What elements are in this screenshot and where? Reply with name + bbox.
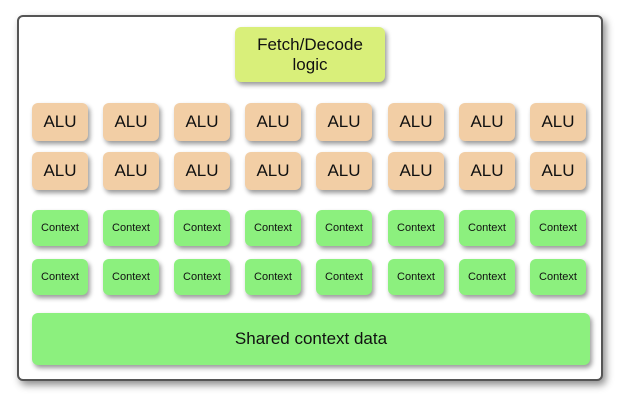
- context-block: Context: [174, 259, 230, 295]
- context-block: Context: [459, 259, 515, 295]
- fetch-decode-block: Fetch/Decode logic: [235, 27, 385, 82]
- alu-block: ALU: [245, 152, 301, 190]
- alu-block: ALU: [103, 152, 159, 190]
- fetch-decode-label-logic: logic: [292, 54, 328, 74]
- alu-block: ALU: [459, 103, 515, 141]
- alu-block: ALU: [245, 103, 301, 141]
- context-block: Context: [245, 259, 301, 295]
- context-block: Context: [32, 210, 88, 246]
- alu-block: ALU: [388, 103, 444, 141]
- alu-block: ALU: [32, 103, 88, 141]
- context-block: Context: [174, 210, 230, 246]
- alu-block: ALU: [174, 152, 230, 190]
- context-block: Context: [245, 210, 301, 246]
- context-block: Context: [530, 210, 586, 246]
- context-block: Context: [103, 210, 159, 246]
- context-block: Context: [316, 210, 372, 246]
- alu-block: ALU: [388, 152, 444, 190]
- alu-block: ALU: [32, 152, 88, 190]
- context-block: Context: [316, 259, 372, 295]
- alu-block: ALU: [103, 103, 159, 141]
- alu-block: ALU: [316, 152, 372, 190]
- fetch-decode-label: Fetch/Decode: [257, 34, 363, 54]
- alu-block: ALU: [530, 152, 586, 190]
- alu-block: ALU: [316, 103, 372, 141]
- alu-block: ALU: [530, 103, 586, 141]
- alu-block: ALU: [459, 152, 515, 190]
- context-block: Context: [388, 210, 444, 246]
- context-block: Context: [103, 259, 159, 295]
- alu-block: ALU: [174, 103, 230, 141]
- context-block: Context: [459, 210, 515, 246]
- context-block: Context: [32, 259, 88, 295]
- context-block: Context: [388, 259, 444, 295]
- shared-context-data-block: Shared context data: [32, 313, 590, 365]
- context-block: Context: [530, 259, 586, 295]
